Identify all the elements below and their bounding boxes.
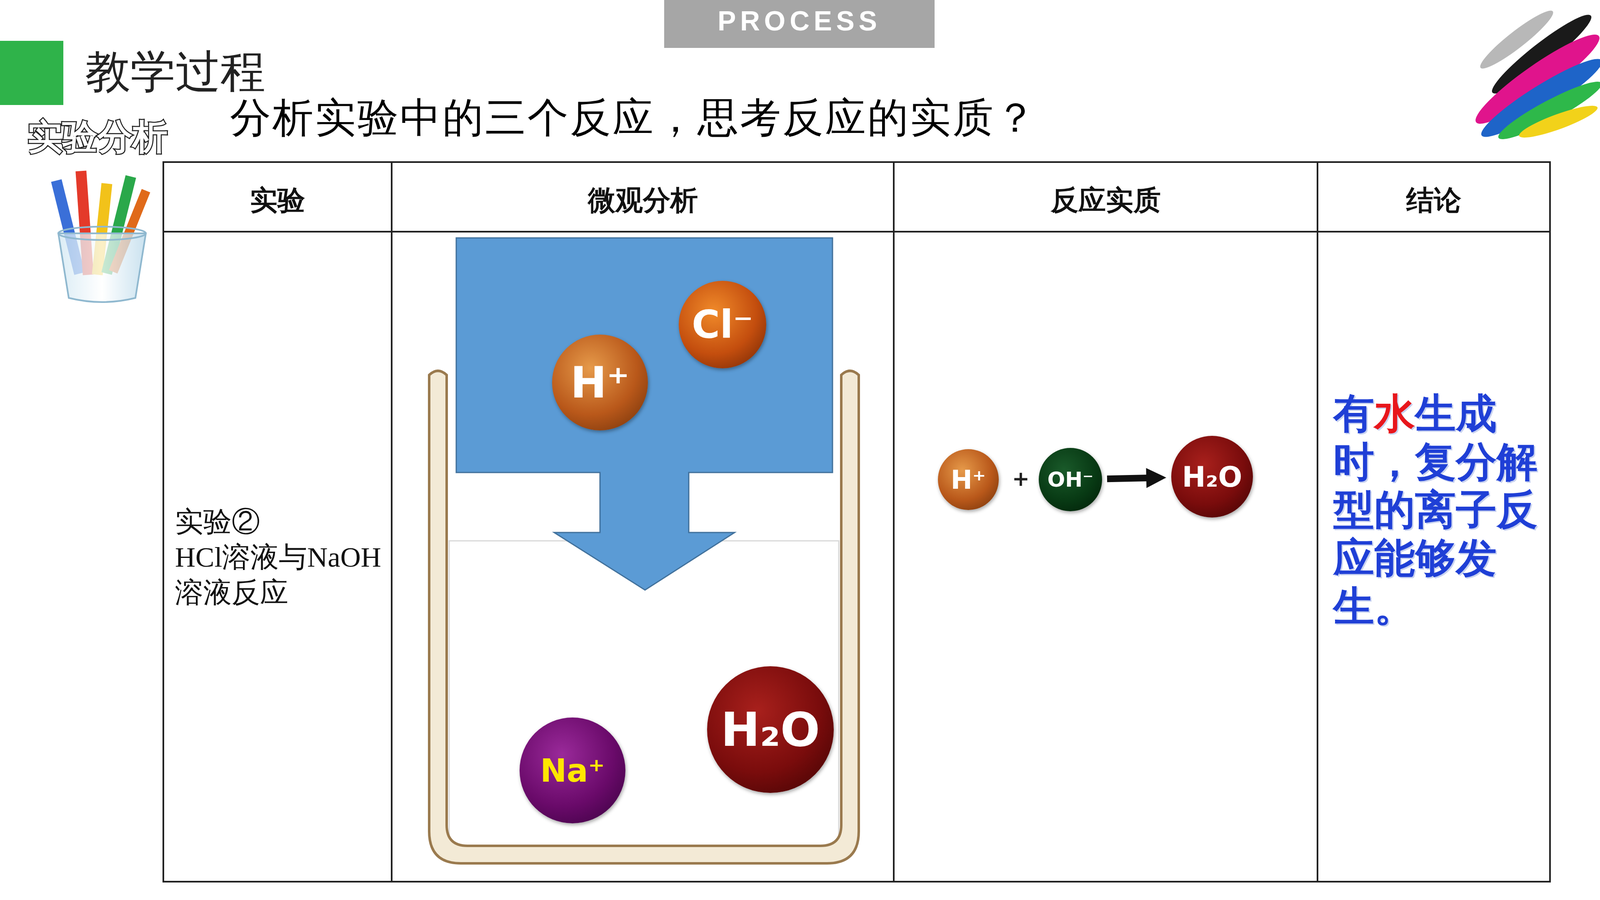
conclusion-part: 有 <box>1333 389 1375 438</box>
process-tab <box>664 0 935 48</box>
logo <box>1467 5 1600 147</box>
conclusion-text: 有水生成时，复分解型的离子反应能够发生。 <box>1333 389 1548 631</box>
table-header: 微观分析 <box>391 181 894 220</box>
plus-sign: + <box>1010 466 1032 491</box>
ion-circle: Cl⁻ <box>678 280 767 369</box>
experiment-number: 实验② <box>175 504 384 540</box>
ion-label: H⁺ <box>950 464 987 495</box>
table-header: 反应实质 <box>893 181 1318 220</box>
blue-arrow <box>456 237 833 590</box>
ion-label: Cl⁻ <box>691 302 754 348</box>
ion-label: H⁺ <box>570 357 630 408</box>
ion-circle: OH⁻ <box>1038 447 1103 512</box>
ion-label: H₂O <box>1182 460 1243 494</box>
ion-circle: H⁺ <box>937 449 999 510</box>
ion-circle: Na⁺ <box>519 717 626 824</box>
ion-circle: H₂O <box>707 666 834 793</box>
tab-text: PROCESS <box>664 5 935 37</box>
ion-circle: H⁺ <box>552 334 648 431</box>
ion-label: OH⁻ <box>1047 467 1094 492</box>
ion-circle: H₂O <box>1171 435 1253 518</box>
table-grid <box>163 162 1550 882</box>
ion-label: H₂O <box>720 702 820 757</box>
table-header: 结论 <box>1317 181 1550 220</box>
ion-label: Na⁺ <box>540 752 605 790</box>
reaction-arrow <box>1107 467 1167 488</box>
table-header: 实验 <box>163 181 392 220</box>
section-tag: 实验分析 <box>27 113 168 161</box>
green-mark <box>0 40 64 105</box>
section-title: 教学过程 <box>85 41 266 103</box>
experiment-name: HCl溶液与NaOH溶液反应 <box>175 539 384 611</box>
slide-question: 分析实验中的三个反应，思考反应的实质？ <box>230 90 1038 146</box>
pencil-cup-icon <box>51 170 151 303</box>
highlight-word: 水 <box>1374 389 1415 438</box>
